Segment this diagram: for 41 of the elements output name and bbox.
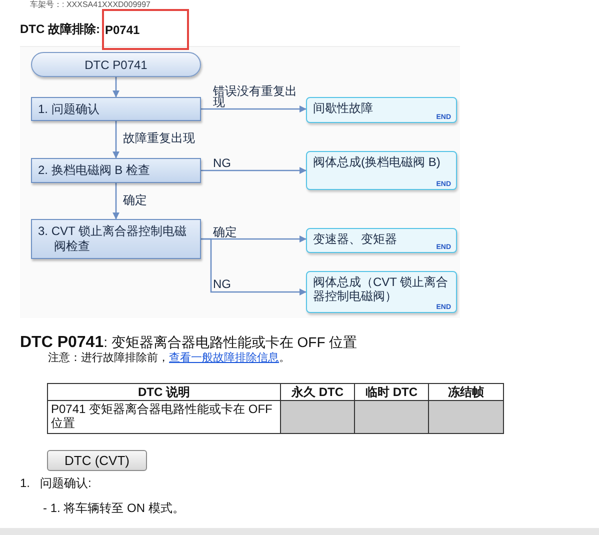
arrow: [112, 77, 120, 98]
process-box: [31, 97, 201, 121]
end-box: [306, 151, 457, 190]
end-box: [306, 271, 457, 313]
arrow: [201, 105, 306, 113]
step-heading: 问题确认:: [40, 476, 92, 490]
arrow: [112, 183, 120, 220]
tab-button: DTC (CVT): [47, 450, 147, 471]
page-title: DTC 故障排除:: [20, 22, 100, 36]
edge-label: 故障重复出现: [123, 133, 195, 144]
arrow: [201, 238, 306, 296]
end-box: [306, 228, 457, 253]
step-label: 2. 换档电磁阀 B 检查: [37, 163, 152, 178]
result-label: 阀体总成（CVT 锁止离合器控制电磁阀）: [313, 275, 450, 303]
column-header: DTC 说明: [47, 383, 281, 401]
list-number: 1.: [20, 476, 30, 490]
step-label: 3. CVT 锁止离合器控制电磁阀检查: [37, 224, 188, 254]
result-label: 变速器、变矩器: [313, 232, 397, 246]
link: 查看一般故障排除信息: [169, 352, 279, 364]
end-box: [306, 97, 457, 123]
step-label: 1. 问题确认: [37, 102, 100, 116]
edge-label: 确定: [123, 195, 147, 206]
highlight-frame: [102, 9, 189, 50]
note-text: 注意：进行故障排除前，查看一般故障排除信息。: [48, 351, 290, 365]
result-label: 阀体总成(换档电磁阀 B): [313, 155, 440, 169]
result-label: 间歇性故障: [313, 101, 373, 115]
code-text: P0741: [105, 23, 140, 37]
arrow: [201, 166, 306, 174]
edge-label: 确定: [213, 227, 237, 238]
dtc-description: P0741 变矩器离合器电路性能或卡在 OFF 位置: [47, 400, 281, 434]
arrow: [112, 121, 120, 158]
process-box: [31, 219, 201, 259]
vin-text: 车架号：: XXXSA41XXXD009997: [30, 0, 151, 10]
start-terminal: [31, 52, 201, 77]
terminal-label: DTC P0741: [84, 58, 148, 72]
process-box: [31, 158, 201, 183]
edge-label: 错误没有重复出现: [213, 86, 298, 108]
step-instruction: - 1. 将车辆转至 ON 模式。: [43, 501, 184, 515]
edge-label: NG: [213, 158, 231, 169]
edge-label: NG: [213, 279, 231, 290]
section-heading: DTC P0741: 变矩器离合器电路性能或卡在 OFF 位置: [20, 333, 358, 352]
